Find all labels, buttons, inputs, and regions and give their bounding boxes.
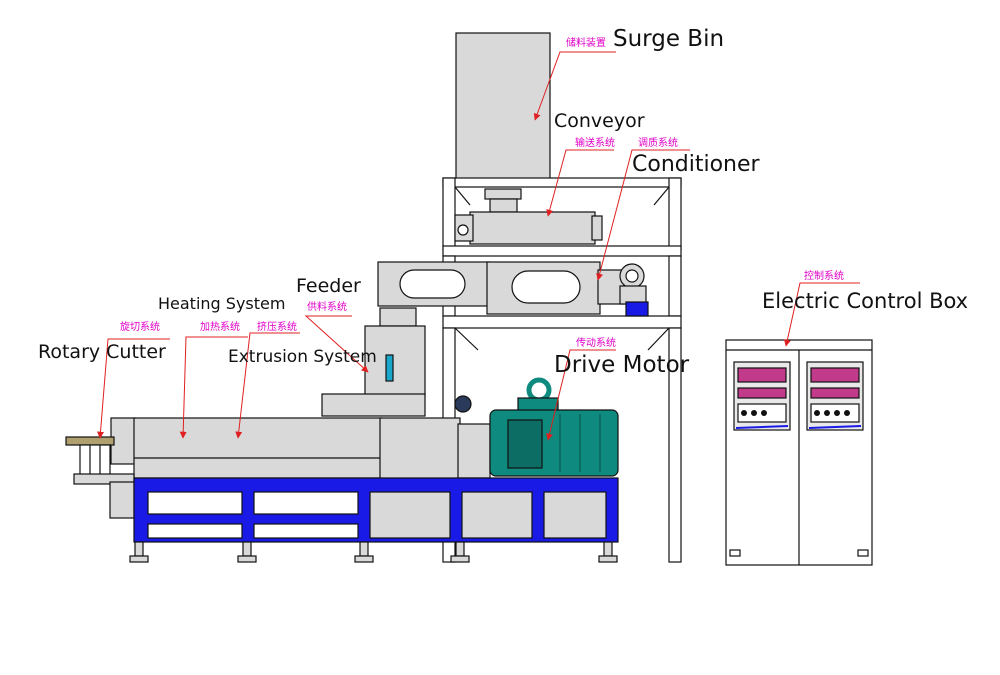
label-rotary-cutter-cn: 旋切系统: [120, 320, 160, 333]
pointer-heating: [179, 336, 248, 439]
pointer-conveyor: [546, 149, 614, 217]
label-drive-motor: Drive Motor: [554, 352, 690, 378]
rotary-cutter: [65, 436, 135, 519]
pointer-control-box: [783, 282, 860, 347]
label-conditioner-cn: 调质系统: [638, 136, 678, 149]
label-control-box-cn: 控制系统: [804, 269, 844, 282]
pointer-drive-motor: [546, 349, 616, 441]
label-extrusion-system-cn: 挤压系统: [257, 320, 297, 333]
feeder: [321, 307, 426, 417]
drive-motor: [489, 377, 619, 477]
pointer-rotary-cutter: [97, 338, 170, 439]
label-conditioner: Conditioner: [632, 152, 761, 177]
label-extrusion-system: Extrusion System: [228, 347, 377, 367]
pointer-conditioner: [596, 149, 690, 281]
label-surge-bin-cn: 储料装置: [566, 36, 606, 49]
label-heating-system: Heating System: [158, 294, 285, 313]
label-heating-system-cn: 加热系统: [200, 320, 240, 333]
label-conveyor: Conveyor: [554, 110, 645, 132]
pointer-extrusion: [235, 332, 300, 439]
conditioner: [377, 261, 649, 317]
electric-control-box: [725, 339, 873, 566]
upper-frame: [442, 177, 682, 257]
label-feeder-cn: 供料系统: [307, 300, 347, 313]
label-surge-bin: Surge Bin: [613, 26, 724, 52]
pointer-feeder: [304, 315, 369, 373]
label-feeder: Feeder: [296, 275, 361, 297]
base-frame: [129, 477, 619, 563]
conveyor: [454, 188, 603, 245]
label-rotary-cutter: Rotary Cutter: [38, 341, 166, 363]
label-drive-motor-cn: 传动系统: [576, 336, 616, 349]
pointer-lines: [97, 51, 860, 441]
labels: 储料装置 Surge Bin Conveyor 输送系统 调质系统 Condit…: [38, 26, 968, 378]
label-conveyor-cn: 输送系统: [575, 136, 615, 149]
extruder-barrel: [110, 395, 491, 481]
pointer-surge-bin: [533, 51, 616, 121]
label-control-box: Electric Control Box: [762, 289, 968, 313]
surge-bin: [455, 32, 551, 180]
